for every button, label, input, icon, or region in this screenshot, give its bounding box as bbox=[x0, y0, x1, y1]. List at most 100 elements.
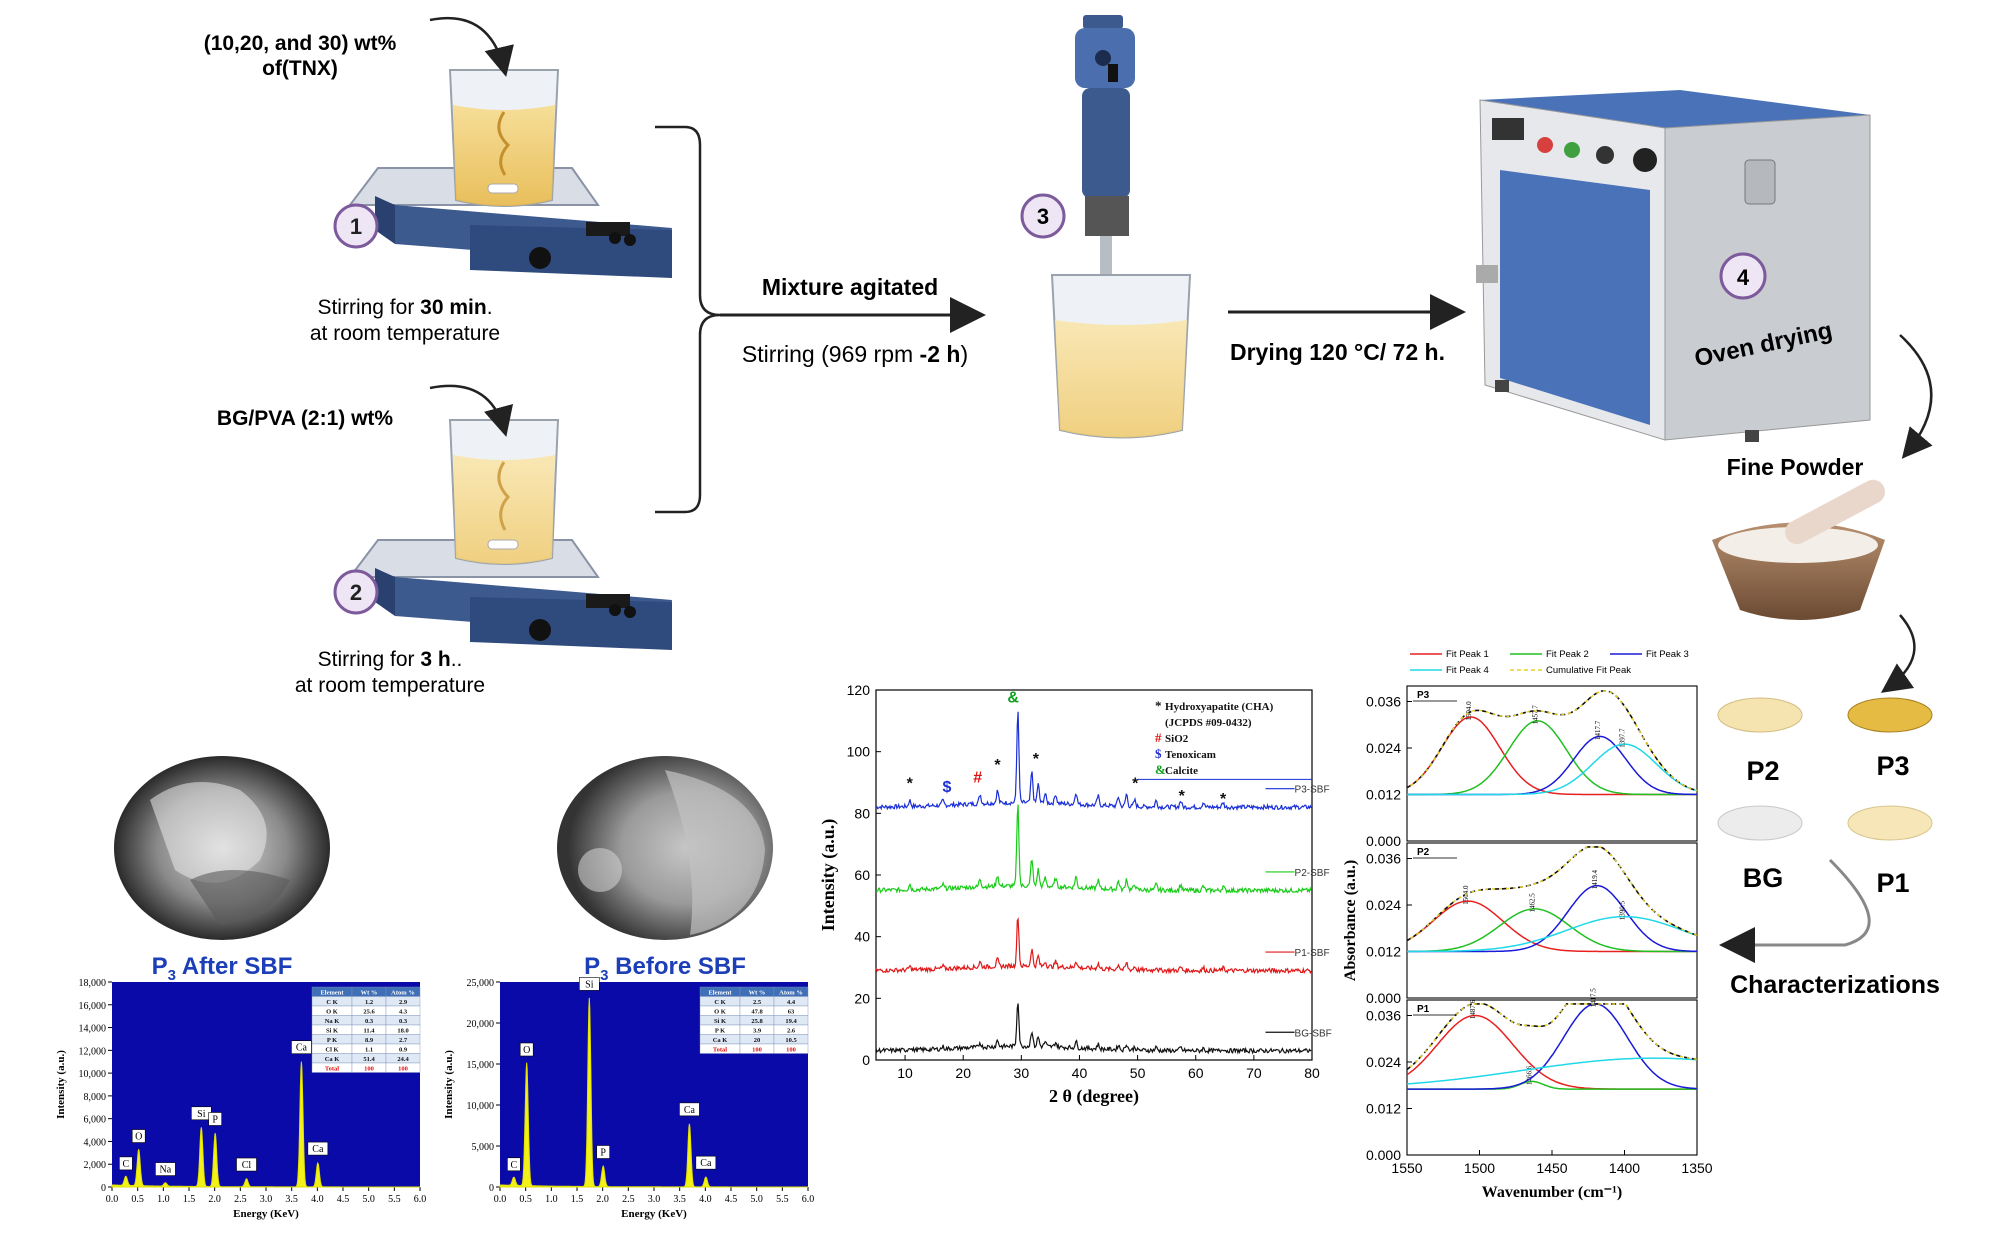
ftir-legend-text: Fit Peak 3 bbox=[1646, 649, 1689, 660]
step3-stirring-text: Stirring (969 rpm -2 h) bbox=[742, 341, 968, 367]
xrd-peak-marker: # bbox=[973, 770, 982, 787]
edx-table-text: Element bbox=[708, 989, 732, 996]
edx-table-text: 1.1 bbox=[365, 1046, 373, 1053]
pellet-bg-icon bbox=[1717, 805, 1803, 841]
edx-peak-label: Ca bbox=[312, 1144, 324, 1155]
edx-x-tick-label: 3.0 bbox=[648, 1194, 661, 1205]
step3-arrow-label: Mixture agitated bbox=[762, 274, 938, 300]
edx-x-tick-label: 5.0 bbox=[750, 1194, 763, 1205]
step2-number-badge bbox=[333, 569, 379, 615]
edx-table-text: 25.6 bbox=[363, 1008, 375, 1015]
edx-peak-label: C bbox=[511, 1160, 518, 1171]
input-arrow-1 bbox=[429, 16, 514, 77]
step1-number: 1 bbox=[350, 214, 362, 239]
edx-table-text: 24.4 bbox=[397, 1056, 409, 1063]
xrd-peak-marker: * bbox=[994, 757, 1001, 774]
beaker-1-icon bbox=[448, 69, 560, 207]
ftir-y-tick-label: 0.000 bbox=[1366, 833, 1401, 849]
edx-y-axis-label: Intensity (a.u.) bbox=[55, 1050, 67, 1119]
edx-x-tick-label: 2.5 bbox=[234, 1194, 247, 1205]
xrd-legend-text: Calcite bbox=[1165, 765, 1198, 777]
ftir-peak-position-label: 1457.7 bbox=[1532, 705, 1540, 725]
edx-table-text: 47.8 bbox=[751, 1008, 763, 1015]
edx-x-tick-label: 4.0 bbox=[311, 1194, 324, 1205]
xrd-y-tick-label: 120 bbox=[847, 682, 871, 698]
xrd-peak-marker: * bbox=[907, 776, 914, 793]
edx-peak-label: O bbox=[523, 1045, 530, 1056]
ftir-cumulative-fit bbox=[1406, 846, 1698, 942]
edx-table-text: 0.3 bbox=[399, 1018, 408, 1025]
edx-table-text: 3.9 bbox=[753, 1027, 762, 1034]
xrd-legend-text: (JCPDS #09-0432) bbox=[1165, 717, 1252, 729]
ftir-x-tick-label: 1400 bbox=[1609, 1160, 1640, 1176]
edx-x-tick-label: 1.0 bbox=[545, 1194, 558, 1205]
edx-x-tick-label: 4.0 bbox=[699, 1194, 712, 1205]
xrd-x-tick-label: 20 bbox=[955, 1065, 971, 1081]
edx-table-text: Wt % bbox=[361, 989, 378, 996]
edx-peak-label-box bbox=[155, 1162, 176, 1176]
edx-x-tick-label: 5.5 bbox=[776, 1194, 789, 1205]
ftir-panel-frame-P1 bbox=[1406, 999, 1698, 1156]
xrd-peak-marker: * bbox=[1179, 788, 1186, 805]
xrd-legend-text: Hydroxyapatite (CHA) bbox=[1165, 701, 1274, 713]
edx-table-text: 100 bbox=[398, 1065, 408, 1072]
ftir-fit-peak-2 bbox=[1407, 908, 1697, 953]
edx-y-tick-label: 14,000 bbox=[79, 1024, 107, 1035]
pellet-label-p1: P1 bbox=[1876, 868, 1909, 898]
edx-table-text: 20 bbox=[754, 1037, 761, 1044]
edx-y-tick-label: 6,000 bbox=[84, 1115, 107, 1126]
edx-peak-label: Si bbox=[585, 979, 594, 990]
ftir-y-tick-label: 0.012 bbox=[1366, 1101, 1401, 1117]
ftir-cumulative-fit bbox=[1406, 1003, 1698, 1071]
ftir-peak-position-label: 1462.5 bbox=[1529, 893, 1537, 913]
edx-table-text: Si K bbox=[714, 1018, 726, 1025]
edx-y-tick-label: 10,000 bbox=[79, 1069, 107, 1080]
edx-peak-label-box bbox=[507, 1157, 521, 1172]
edx-table-text: 18.0 bbox=[397, 1027, 408, 1034]
xrd-y-tick-label: 0 bbox=[862, 1052, 870, 1068]
sem-before-title: P3 Before SBF bbox=[584, 953, 746, 984]
ftir-y-tick-label: 0.012 bbox=[1366, 787, 1401, 803]
characterizations-label: Characterizations bbox=[1730, 971, 1940, 999]
edx-table-text: 51.4 bbox=[363, 1056, 375, 1063]
xrd-y-tick-label: 20 bbox=[854, 990, 870, 1006]
edx-x-tick-label: 0.0 bbox=[494, 1194, 507, 1205]
mortar-pestle-icon bbox=[1712, 479, 1885, 620]
edx-y-tick-label: 0 bbox=[489, 1183, 494, 1194]
edx-y-tick-label: 25,000 bbox=[467, 978, 495, 989]
edx-table-text: C K bbox=[714, 999, 725, 1006]
edx-y-axis-label: Intensity (a.u.) bbox=[443, 1050, 455, 1119]
edx-y-tick-label: 8,000 bbox=[84, 1092, 107, 1103]
edx-table-text: O K bbox=[326, 1008, 338, 1015]
step2-input: BG/PVA (2:1) wt% bbox=[217, 407, 394, 430]
edx-peak-label: P bbox=[600, 1148, 606, 1159]
pellet-p1-icon bbox=[1847, 805, 1933, 841]
edx-table-text: C K bbox=[326, 999, 337, 1006]
step3-number: 3 bbox=[1037, 204, 1049, 229]
xrd-x-tick-label: 30 bbox=[1014, 1065, 1030, 1081]
step1-caption: Stirring for 30 min. bbox=[317, 296, 492, 319]
step4-number: 4 bbox=[1737, 265, 1750, 290]
edx-peak-label: O bbox=[135, 1132, 142, 1143]
ftir-x-axis-label: Wavenumber (cm⁻¹) bbox=[1482, 1184, 1622, 1201]
edx-table-text: 8.9 bbox=[365, 1037, 374, 1044]
arrow-to-characterizations bbox=[1719, 858, 1871, 963]
edx-y-tick-label: 20,000 bbox=[467, 1019, 495, 1030]
edx-table-text: Total bbox=[713, 1046, 727, 1053]
edx-x-tick-label: 5.0 bbox=[362, 1194, 375, 1205]
ftir-legend-text: Fit Peak 1 bbox=[1446, 649, 1489, 660]
xrd-x-tick-label: 40 bbox=[1072, 1065, 1088, 1081]
ftir-legend-text: Fit Peak 2 bbox=[1546, 649, 1589, 660]
xrd-y-tick-label: 60 bbox=[854, 867, 870, 883]
edx-table-text: O K bbox=[714, 1008, 726, 1015]
edx-table-text: 100 bbox=[786, 1046, 796, 1053]
edx-y-tick-label: 5,000 bbox=[472, 1142, 495, 1153]
edx-x-tick-label: 4.5 bbox=[725, 1194, 738, 1205]
edx-table-text: 1.2 bbox=[365, 999, 373, 1006]
xrd-series-line-BG-SBF bbox=[875, 1003, 1312, 1055]
sem-after-image bbox=[114, 756, 330, 940]
edx-table-text: 10.5 bbox=[785, 1037, 797, 1044]
edx-table-text: 2.6 bbox=[787, 1027, 796, 1034]
edx-peak-label: Ca bbox=[296, 1043, 308, 1054]
